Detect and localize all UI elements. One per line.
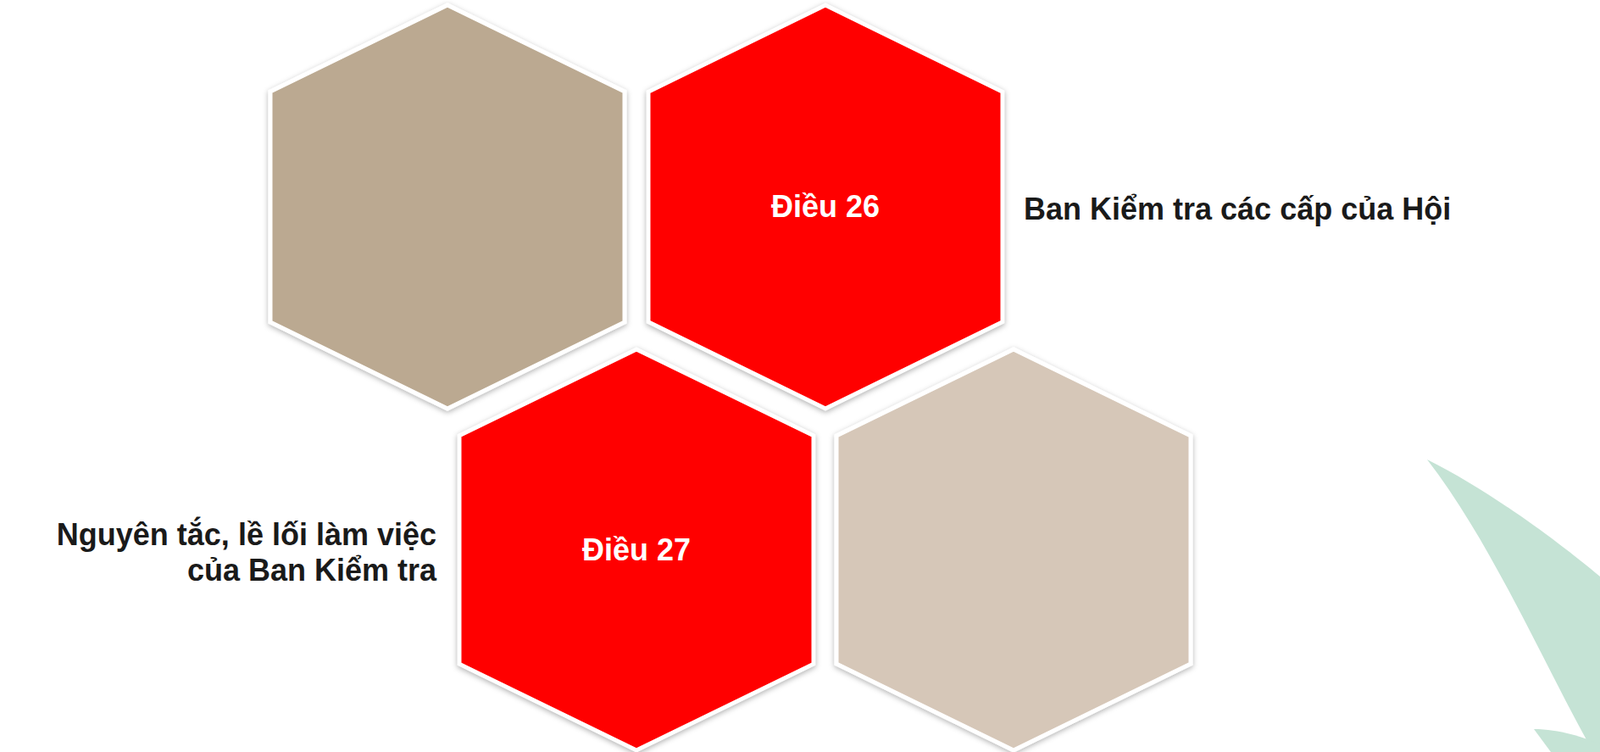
leaf-decoration: [1427, 459, 1600, 752]
empty-hexagon: [270, 5, 625, 409]
empty-hexagon: [836, 349, 1191, 750]
article-number: Điều 27: [582, 532, 691, 568]
article-title: Nguyên tắc, lề lối làm việc của Ban Kiểm…: [12, 516, 437, 588]
hexagon-node: Điều 26Ban Kiểm tra các cấp của Hội: [648, 5, 1003, 409]
article-title: Ban Kiểm tra các cấp của Hội: [1023, 191, 1451, 227]
article-number: Điều 26: [771, 188, 880, 225]
leaf-decoration: [1533, 728, 1600, 752]
hexagon-node: Điều 27Nguyên tắc, lề lối làm việc của B…: [459, 349, 814, 750]
